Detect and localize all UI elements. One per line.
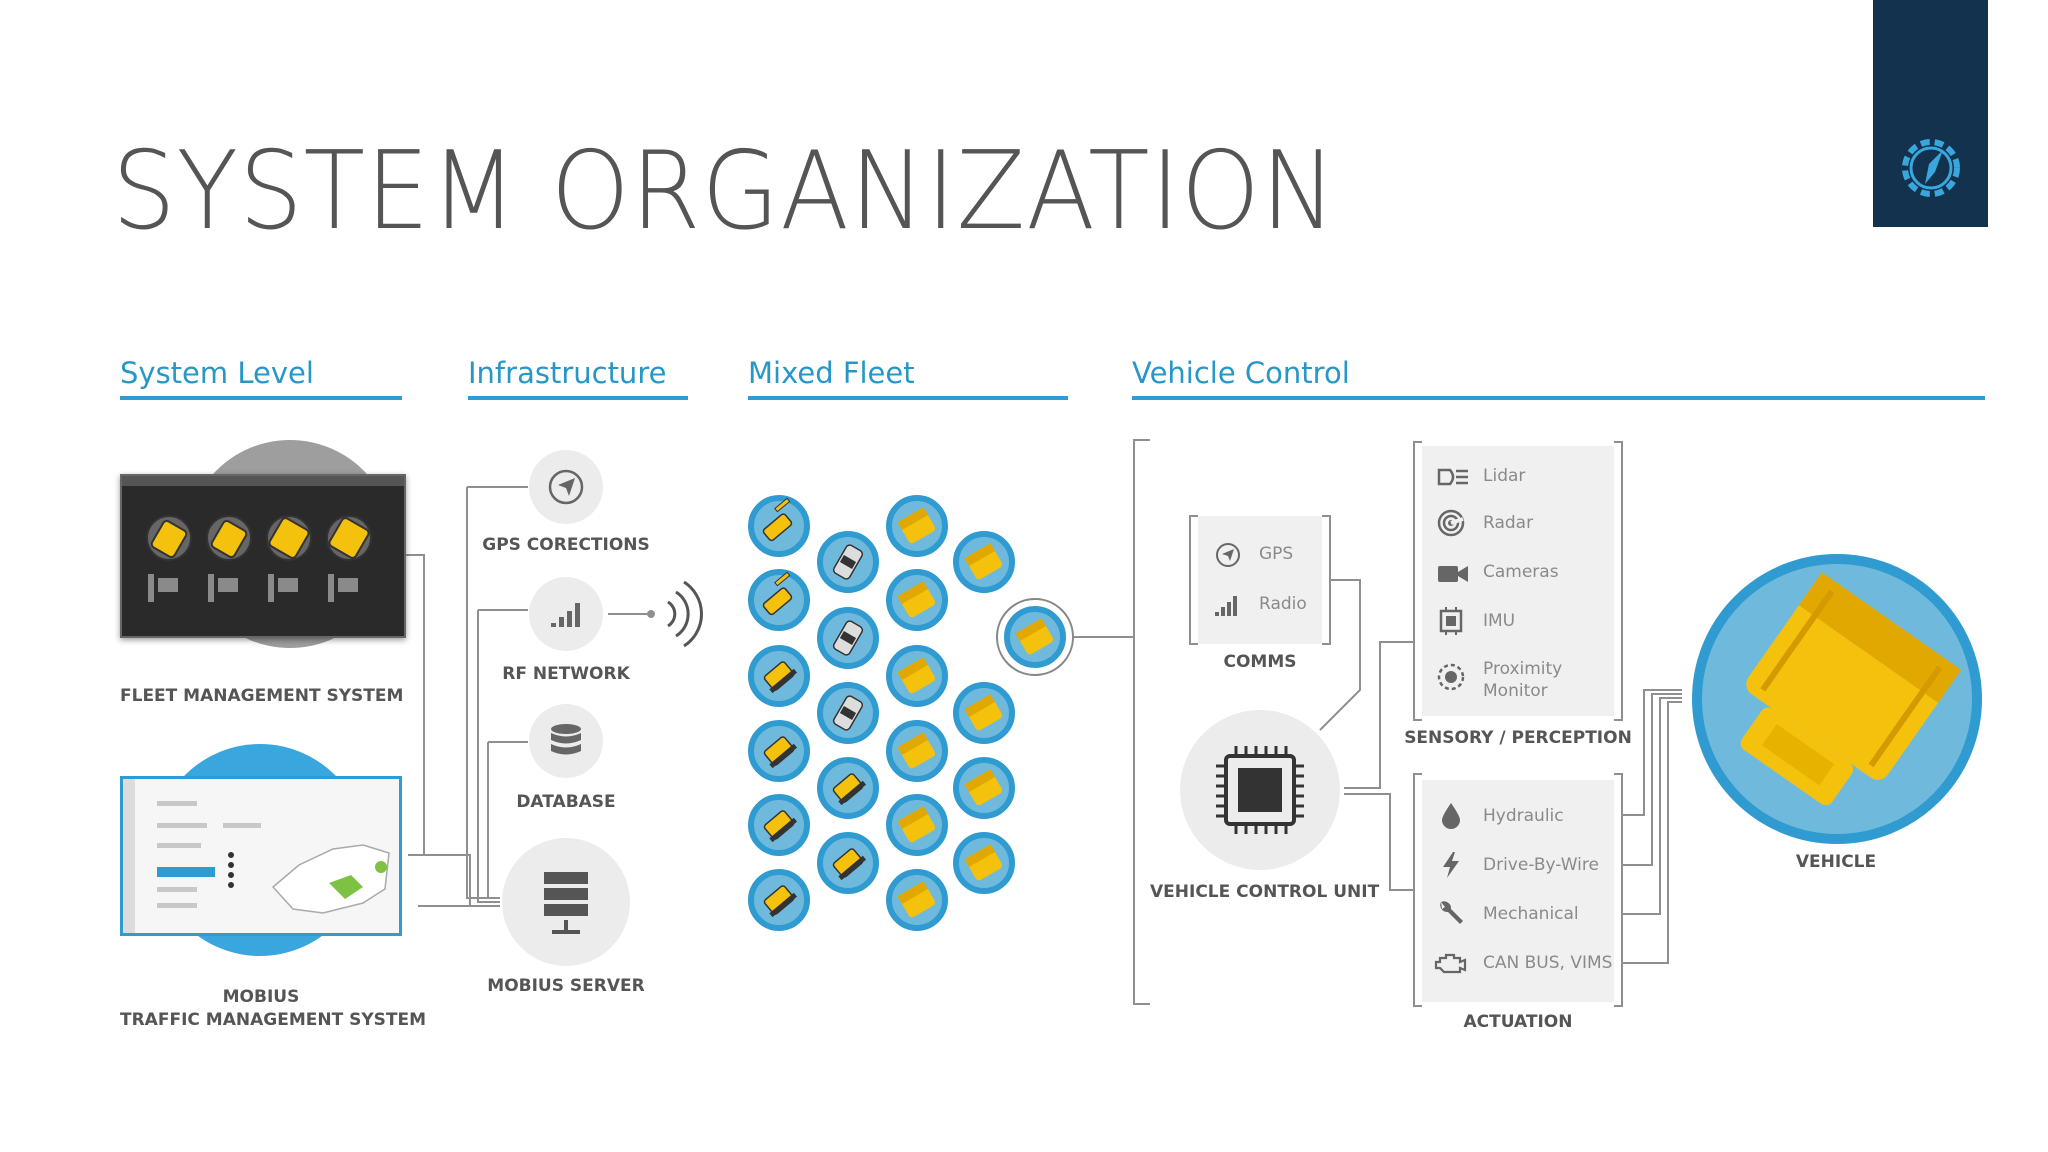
- radar-icon: [1437, 509, 1465, 537]
- mobius-screen: [120, 776, 402, 936]
- divider: [1132, 396, 1985, 400]
- fleet-management-label: FLEET MANAGEMENT SYSTEM: [120, 686, 404, 706]
- signal-bars-icon: [551, 603, 580, 627]
- sensor-cameras: Cameras: [1483, 562, 1559, 582]
- fleet-vehicles-icon: [146, 515, 372, 602]
- section-system-level: System Level: [120, 356, 314, 390]
- navigation-arrow-icon: [548, 469, 584, 505]
- logo: [1873, 0, 1988, 227]
- proximity-icon: [1437, 663, 1465, 691]
- divider: [120, 396, 402, 400]
- sensor-radar: Radar: [1483, 513, 1534, 533]
- server-icon: [544, 872, 588, 934]
- vehicle-control-unit-label: VEHICLE CONTROL UNIT: [1150, 882, 1380, 902]
- actuator-hydraulic: Hydraulic: [1483, 806, 1564, 826]
- sensor-proximity-line2: Monitor: [1483, 681, 1548, 701]
- gear-compass-icon: [1902, 139, 1960, 197]
- page-title: SYSTEM ORGANIZATION: [112, 129, 1337, 254]
- fleet-management-screen: [120, 474, 406, 638]
- navigation-arrow-icon: [1216, 543, 1240, 567]
- lidar-icon: [1437, 468, 1468, 486]
- actuation-label: ACTUATION: [1463, 1012, 1573, 1032]
- mixed-fleet-grid: [748, 495, 1074, 931]
- vehicle-label: VEHICLE: [1795, 852, 1877, 872]
- gps-circle: [529, 450, 603, 524]
- database-circle: [529, 704, 603, 778]
- mobius-label: MOBIUS TRAFFIC MANAGEMENT SYSTEM: [120, 986, 427, 1032]
- gps-corrections-label: GPS CORECTIONS: [482, 535, 650, 555]
- section-mixed-fleet: Mixed Fleet: [748, 356, 915, 390]
- sensor-proximity-line1: Proximity: [1483, 659, 1563, 679]
- database-label: DATABASE: [516, 792, 616, 812]
- wrench-icon: [1440, 901, 1463, 924]
- mobius-label-line1: MOBIUS: [222, 987, 300, 1007]
- rf-circle: [529, 577, 603, 651]
- sensor-lidar: Lidar: [1483, 466, 1526, 486]
- sensor-imu: IMU: [1483, 611, 1516, 631]
- sensory-label: SENSORY / PERCEPTION: [1404, 728, 1632, 748]
- engine-icon: [1434, 953, 1467, 974]
- map-thumbnail: [157, 801, 390, 914]
- sensor-proximity-monitor: Proximity Monitor: [1483, 658, 1562, 702]
- vcu-circle: [1180, 710, 1340, 870]
- section-vehicle-control: Vehicle Control: [1132, 356, 1350, 390]
- camera-icon: [1438, 566, 1468, 582]
- actuator-can-bus: CAN BUS, VIMS: [1483, 953, 1613, 973]
- actuator-drive-by-wire: Drive-By-Wire: [1483, 855, 1599, 875]
- comms-item-radio: Radio: [1259, 594, 1307, 614]
- comms-panel: [1198, 516, 1322, 644]
- actuator-mechanical: Mechanical: [1483, 904, 1579, 924]
- server-circle: [502, 838, 630, 966]
- divider: [468, 396, 688, 400]
- lightning-bolt-icon: [1443, 852, 1459, 878]
- comms-item-gps: GPS: [1259, 544, 1294, 564]
- mobius-label-line2: TRAFFIC MANAGEMENT SYSTEM: [120, 1010, 427, 1030]
- database-icon: [551, 724, 581, 755]
- chip-icon: [1216, 746, 1304, 834]
- vehicle-illustration: [1692, 554, 1982, 844]
- mobius-server-label: MOBIUS SERVER: [487, 976, 645, 996]
- signal-bars-icon: [1215, 596, 1237, 616]
- hydraulic-drop-icon: [1442, 803, 1460, 829]
- section-infrastructure: Infrastructure: [468, 356, 667, 390]
- imu-chip-icon: [1439, 607, 1463, 635]
- divider: [748, 396, 1068, 400]
- comms-label: COMMS: [1223, 652, 1297, 672]
- wireless-signal-icon: [667, 580, 703, 648]
- rf-network-label: RF NETWORK: [502, 664, 630, 684]
